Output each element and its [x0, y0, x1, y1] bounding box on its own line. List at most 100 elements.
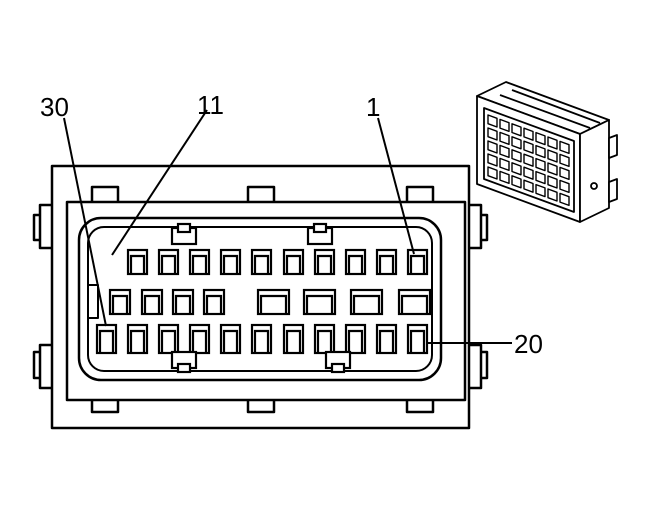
thumb-pin-cell	[499, 170, 510, 185]
pin-cavity-top-2	[157, 248, 180, 276]
thumb-pin-cell	[535, 157, 546, 172]
connector-housing	[32, 164, 489, 430]
pin-cavity-bottom-2	[126, 323, 149, 355]
thumb-pin-cell	[535, 131, 546, 146]
thumb-side-face	[579, 119, 610, 223]
thumb-pin-cell	[511, 123, 522, 137]
left-latch-bottom-lip	[32, 350, 40, 380]
top-tab-left	[90, 185, 120, 202]
thumb-side-latch-bottom	[608, 178, 618, 203]
pin-label-20: 20	[514, 329, 543, 359]
pin-cavity-top-5	[250, 248, 273, 276]
pin-face-inner	[87, 226, 433, 372]
thumb-pin-cell	[511, 149, 522, 163]
lock-clip-top-left-knob	[176, 222, 192, 234]
thumb-pin-cell	[487, 166, 498, 180]
thumb-pin-cell	[559, 140, 570, 155]
pin-cavity-bottom-11	[406, 323, 429, 355]
bottom-tab-right	[405, 400, 435, 414]
thumb-pin-cell	[523, 179, 534, 193]
pin-cavity-middle-small-3	[171, 288, 195, 316]
thumb-pin-cell	[511, 162, 522, 176]
thumb-side-latch-top	[608, 134, 618, 159]
thumb-pin-cell	[487, 127, 498, 141]
thumb-pin-cell	[511, 175, 522, 189]
thumb-pin-cell	[523, 153, 534, 167]
thumb-side-hole	[590, 182, 598, 190]
right-latch-bottom-lip	[481, 350, 489, 380]
connector-thumbnail	[476, 81, 618, 223]
keying-notch	[88, 284, 99, 319]
top-tab-right	[405, 185, 435, 202]
thumb-pin-cell	[559, 179, 570, 194]
lock-clip-top-right-knob	[312, 222, 328, 234]
thumb-pin-cell	[499, 118, 510, 133]
thumb-pin-cell	[559, 166, 570, 181]
right-latch-top	[469, 203, 483, 250]
bottom-tab-left	[90, 400, 120, 414]
pin-cavity-top-8	[344, 248, 367, 276]
pin-cavity-bottom-4	[188, 323, 211, 355]
pin-cavities	[95, 248, 432, 355]
thumb-pin-grid	[487, 114, 570, 207]
thumb-top-ridge-1	[499, 94, 591, 129]
thumb-pin-cell	[559, 192, 570, 207]
top-tab-middle	[246, 185, 276, 202]
thumb-pin-cell	[559, 153, 570, 168]
pin-cavity-bottom-10	[375, 323, 398, 355]
thumb-pin-cell	[523, 127, 534, 141]
outer-frame	[50, 164, 471, 430]
pin-cavity-middle-small-1	[108, 288, 132, 316]
right-latch-top-lip	[481, 213, 489, 242]
inner-frame	[65, 200, 467, 402]
pin-cavity-top-1	[126, 248, 149, 276]
thumb-pin-cell	[499, 131, 510, 146]
thumb-pin-cell	[547, 136, 558, 150]
pin-cavity-bottom-5	[219, 323, 242, 355]
thumb-pin-cell	[487, 114, 498, 128]
pin-cavity-bottom-1	[95, 323, 118, 355]
thumb-pin-cell	[535, 183, 546, 198]
pin-cavity-bottom-8	[313, 323, 336, 355]
lock-clip-bottom-right-knob	[330, 362, 346, 374]
left-latch-top	[38, 203, 52, 250]
pin-cavity-middle-wide-3	[349, 288, 384, 316]
pin-cavity-middle-small-4	[202, 288, 226, 316]
pin-cavity-top-6	[282, 248, 305, 276]
locking-clips	[170, 222, 352, 374]
pin-label-30: 30	[40, 92, 69, 122]
thumb-pin-cell	[547, 162, 558, 176]
pin-label-11: 11	[197, 90, 224, 120]
leader-line-1	[377, 117, 415, 255]
thumb-pin-cell	[535, 170, 546, 185]
pin-cavity-middle-wide-4	[397, 288, 432, 316]
thumb-pin-cell	[547, 175, 558, 189]
thumb-pin-cell	[487, 153, 498, 167]
thumb-pin-cell	[511, 136, 522, 150]
pin-cavity-top-3	[188, 248, 211, 276]
pin-cavity-bottom-3	[157, 323, 180, 355]
pin-cavity-bottom-6	[250, 323, 273, 355]
bottom-tab-middle	[246, 400, 276, 414]
pin-cavity-middle-wide-2	[302, 288, 337, 316]
thumb-pin-cell	[523, 166, 534, 180]
pin-cavity-top-4	[219, 248, 242, 276]
pin-cavity-bottom-7	[282, 323, 305, 355]
thumb-pin-cell	[547, 188, 558, 202]
pin-cavity-top-7	[313, 248, 336, 276]
pin-label-1: 1	[366, 92, 380, 122]
thumb-pin-cell	[523, 140, 534, 154]
thumb-pin-cell	[547, 149, 558, 163]
thumb-pin-cell	[499, 157, 510, 172]
leader-line-11	[111, 109, 208, 256]
pin-cavity-middle-small-2	[140, 288, 164, 316]
pin-cavity-top-9	[375, 248, 398, 276]
pin-face-outer	[77, 216, 443, 382]
pin-cavity-bottom-9	[344, 323, 367, 355]
thumb-pin-cell	[487, 140, 498, 154]
left-latch-bottom	[38, 343, 52, 390]
pin-cavity-middle-wide-1	[256, 288, 291, 316]
leader-lines	[63, 109, 512, 344]
leader-line-30	[63, 117, 107, 327]
thumb-pin-cell	[535, 144, 546, 159]
